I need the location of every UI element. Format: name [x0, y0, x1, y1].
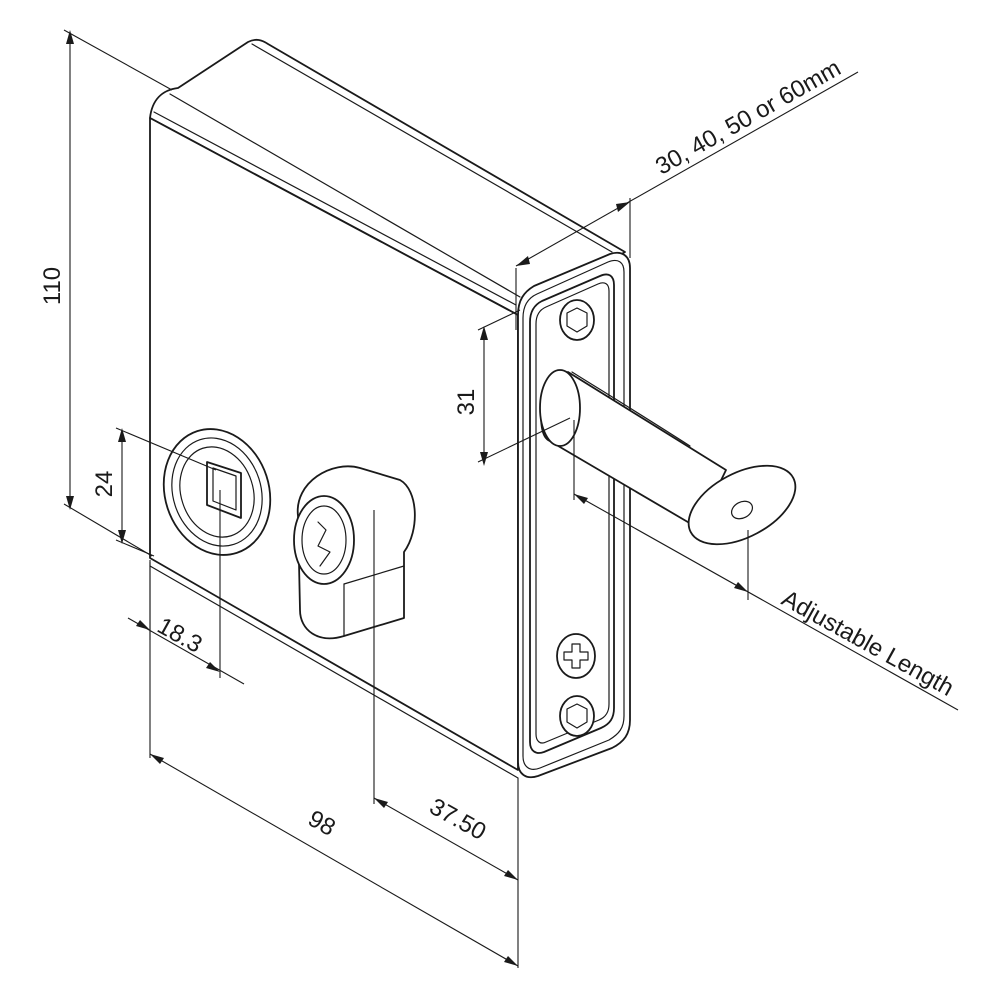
bolt: [539, 369, 797, 546]
dimension-label-cylinder-offset: 37.50: [425, 793, 491, 846]
dimension-height: 110: [39, 29, 173, 557]
lock-body-front-top-edge: [153, 111, 517, 306]
lock-body-top-edge-inner: [251, 43, 613, 253]
euro-cylinder-icon: [293, 465, 416, 640]
faceplate-rim: [522, 259, 625, 770]
dimension-handle-height: 24: [91, 427, 217, 557]
lock-body-top-face: [149, 38, 626, 316]
faceplate-inner: [529, 273, 615, 754]
phillips-screw-icon: [556, 633, 596, 679]
dimension-screw-spacing: 31: [453, 309, 571, 466]
bolt-end: [687, 464, 797, 546]
dimension-label-screw-spacing: 31: [453, 389, 480, 416]
dimension-label-bolt-options: 30, 40, 50 or 60mm: [651, 54, 845, 180]
lock-body-front-face: [149, 117, 519, 771]
dimension-label-bolt-length: Adjustable Length: [777, 585, 958, 702]
lock-body: [149, 38, 626, 779]
lock-body-bottom-edge: [149, 565, 519, 779]
dimension-label-handle-height: 24: [91, 471, 118, 498]
bolt-end-hole: [730, 500, 754, 520]
square-spindle-icon: [162, 428, 272, 556]
lock-body-top-edge: [169, 93, 521, 298]
faceplate-inner-rim: [535, 282, 610, 744]
dimension-label-width: 98: [303, 805, 339, 842]
hex-screw-icon: [559, 695, 595, 737]
dimension-label-handle-offset: 18.3: [153, 612, 207, 658]
cylinder-face: [293, 495, 355, 585]
dimension-label-height: 110: [39, 267, 66, 305]
hex-screw-icon: [559, 299, 595, 341]
